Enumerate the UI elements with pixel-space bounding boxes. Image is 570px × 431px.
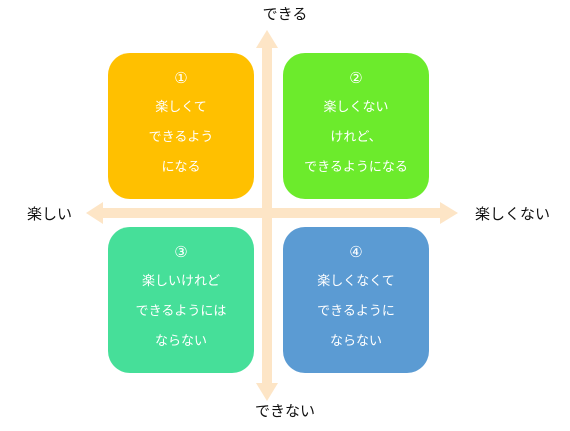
quadrant-text-line: になる bbox=[161, 160, 201, 175]
quadrant-number: ④ bbox=[349, 243, 363, 261]
quadrant-text-line: 楽しいけれど bbox=[141, 274, 220, 289]
quadrant-2: ② 楽しくない けれど、 できるようになる bbox=[283, 53, 429, 199]
axis-label-right: 楽しくない bbox=[474, 205, 550, 223]
quadrant-text-line: 楽しくない bbox=[323, 100, 389, 115]
arrow-head-left bbox=[86, 202, 103, 224]
quadrant-text-line: できるよう bbox=[148, 130, 214, 145]
quadrant-number: ③ bbox=[174, 243, 188, 261]
quadrant-text-line: けれど、 bbox=[330, 130, 382, 145]
quadrant-3: ③ 楽しいけれど できるようには ならない bbox=[108, 227, 254, 373]
axis-label-bottom: できない bbox=[254, 402, 315, 420]
quadrant-text-line: できるように bbox=[317, 304, 395, 319]
quadrant-text-line: できるようになる bbox=[304, 160, 408, 175]
quadrant-text-line: ならない bbox=[329, 334, 382, 349]
axis-label-left: 楽しい bbox=[27, 205, 73, 223]
quadrant-number: ① bbox=[174, 69, 188, 87]
arrow-head-right bbox=[440, 202, 458, 224]
arrow-head-down bbox=[256, 383, 278, 401]
quadrant-number: ② bbox=[349, 69, 363, 87]
quadrant-text-line: ならない bbox=[154, 334, 207, 349]
quadrant-4: ④ 楽しくなくて できるように ならない bbox=[283, 227, 429, 373]
quadrant-text-line: できるようには bbox=[135, 304, 227, 319]
axis-label-top: できる bbox=[262, 5, 308, 23]
quadrant-1: ① 楽しくて できるよう になる bbox=[108, 53, 254, 199]
arrow-head-up bbox=[256, 30, 278, 48]
quadrant-text-line: 楽しくなくて bbox=[317, 274, 395, 289]
quadrant-text-line: 楽しくて bbox=[155, 100, 207, 115]
horizontal-axis bbox=[100, 208, 443, 218]
